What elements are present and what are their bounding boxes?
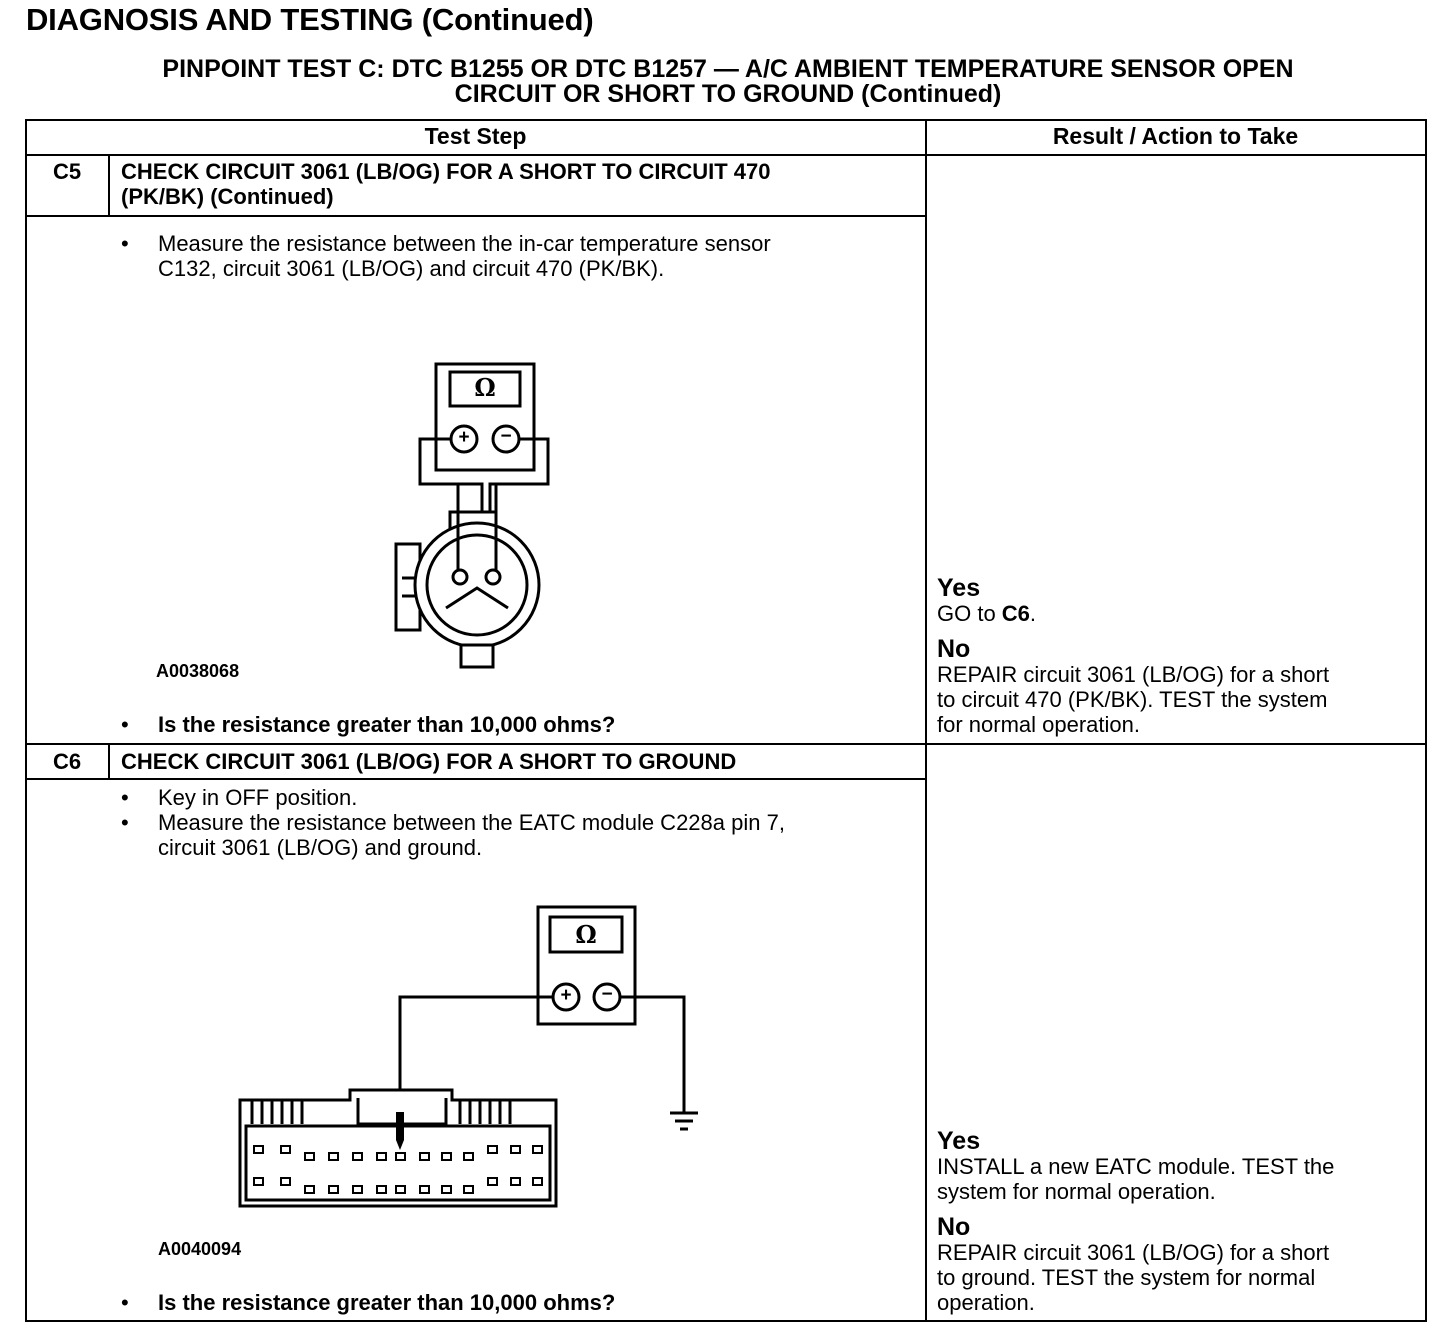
goto-step-link[interactable]: C6 xyxy=(1001,601,1030,626)
instruction-2-line1: Measure the resistance between the EATC … xyxy=(158,810,785,835)
step-title-line2: (PK/BK) (Continued) xyxy=(121,184,334,209)
step-id: C6 xyxy=(52,749,82,774)
step-id: C5 xyxy=(52,159,82,184)
bullet: • xyxy=(121,785,129,810)
plus-terminal: + xyxy=(560,985,572,1006)
no-action-line3: for normal operation. xyxy=(937,712,1140,737)
instruction-1: Key in OFF position. xyxy=(158,785,358,810)
no-action-line1: REPAIR circuit 3061 (LB/OG) for a short xyxy=(937,662,1330,687)
minus-terminal: − xyxy=(601,984,613,1005)
bullet: • xyxy=(121,810,129,835)
ohm-symbol: Ω xyxy=(575,920,597,949)
yes-action-line2: system for normal operation. xyxy=(937,1179,1216,1204)
ohm-symbol: Ω xyxy=(474,373,496,402)
figure-id: A0040094 xyxy=(158,1239,242,1259)
yes-label: Yes xyxy=(937,1127,981,1155)
no-label: No xyxy=(937,1213,971,1241)
step-question: Is the resistance greater than 10,000 oh… xyxy=(158,1290,616,1315)
no-action-line1: REPAIR circuit 3061 (LB/OG) for a short xyxy=(937,1240,1330,1265)
bullet: • xyxy=(121,231,129,256)
no-label: No xyxy=(937,635,971,663)
bullet: • xyxy=(121,1290,129,1315)
column-header-result: Result / Action to Take xyxy=(1052,123,1299,149)
instruction-line1: Measure the resistance between the in-ca… xyxy=(158,231,771,256)
no-action-line2: to ground. TEST the system for normal xyxy=(937,1265,1316,1290)
instruction-2-line2: circuit 3061 (LB/OG) and ground. xyxy=(158,835,483,860)
minus-terminal: − xyxy=(500,426,512,447)
figure-id: A0038068 xyxy=(156,661,240,681)
step-title-line1: CHECK CIRCUIT 3061 (LB/OG) FOR A SHORT T… xyxy=(121,749,737,774)
step-question: Is the resistance greater than 10,000 oh… xyxy=(158,712,616,737)
yes-action: GO to C6. xyxy=(937,601,1037,626)
page-title: DIAGNOSIS AND TESTING (Continued) xyxy=(26,2,594,37)
no-action-line2: to circuit 470 (PK/BK). TEST the system xyxy=(937,687,1328,712)
plus-terminal: + xyxy=(458,427,470,448)
step-title-line1: CHECK CIRCUIT 3061 (LB/OG) FOR A SHORT T… xyxy=(121,159,771,184)
no-action-line3: operation. xyxy=(937,1290,1035,1315)
pinpoint-test-title-line1: PINPOINT TEST C: DTC B1255 OR DTC B1257 … xyxy=(162,55,1294,83)
yes-label: Yes xyxy=(937,574,981,602)
pinpoint-test-title-line2: CIRCUIT OR SHORT TO GROUND (Continued) xyxy=(454,80,1002,108)
bullet: • xyxy=(121,712,129,737)
column-header-test-step: Test Step xyxy=(424,123,527,149)
instruction-line2: C132, circuit 3061 (LB/OG) and circuit 4… xyxy=(158,256,665,281)
yes-action-line1: INSTALL a new EATC module. TEST the xyxy=(937,1154,1335,1179)
